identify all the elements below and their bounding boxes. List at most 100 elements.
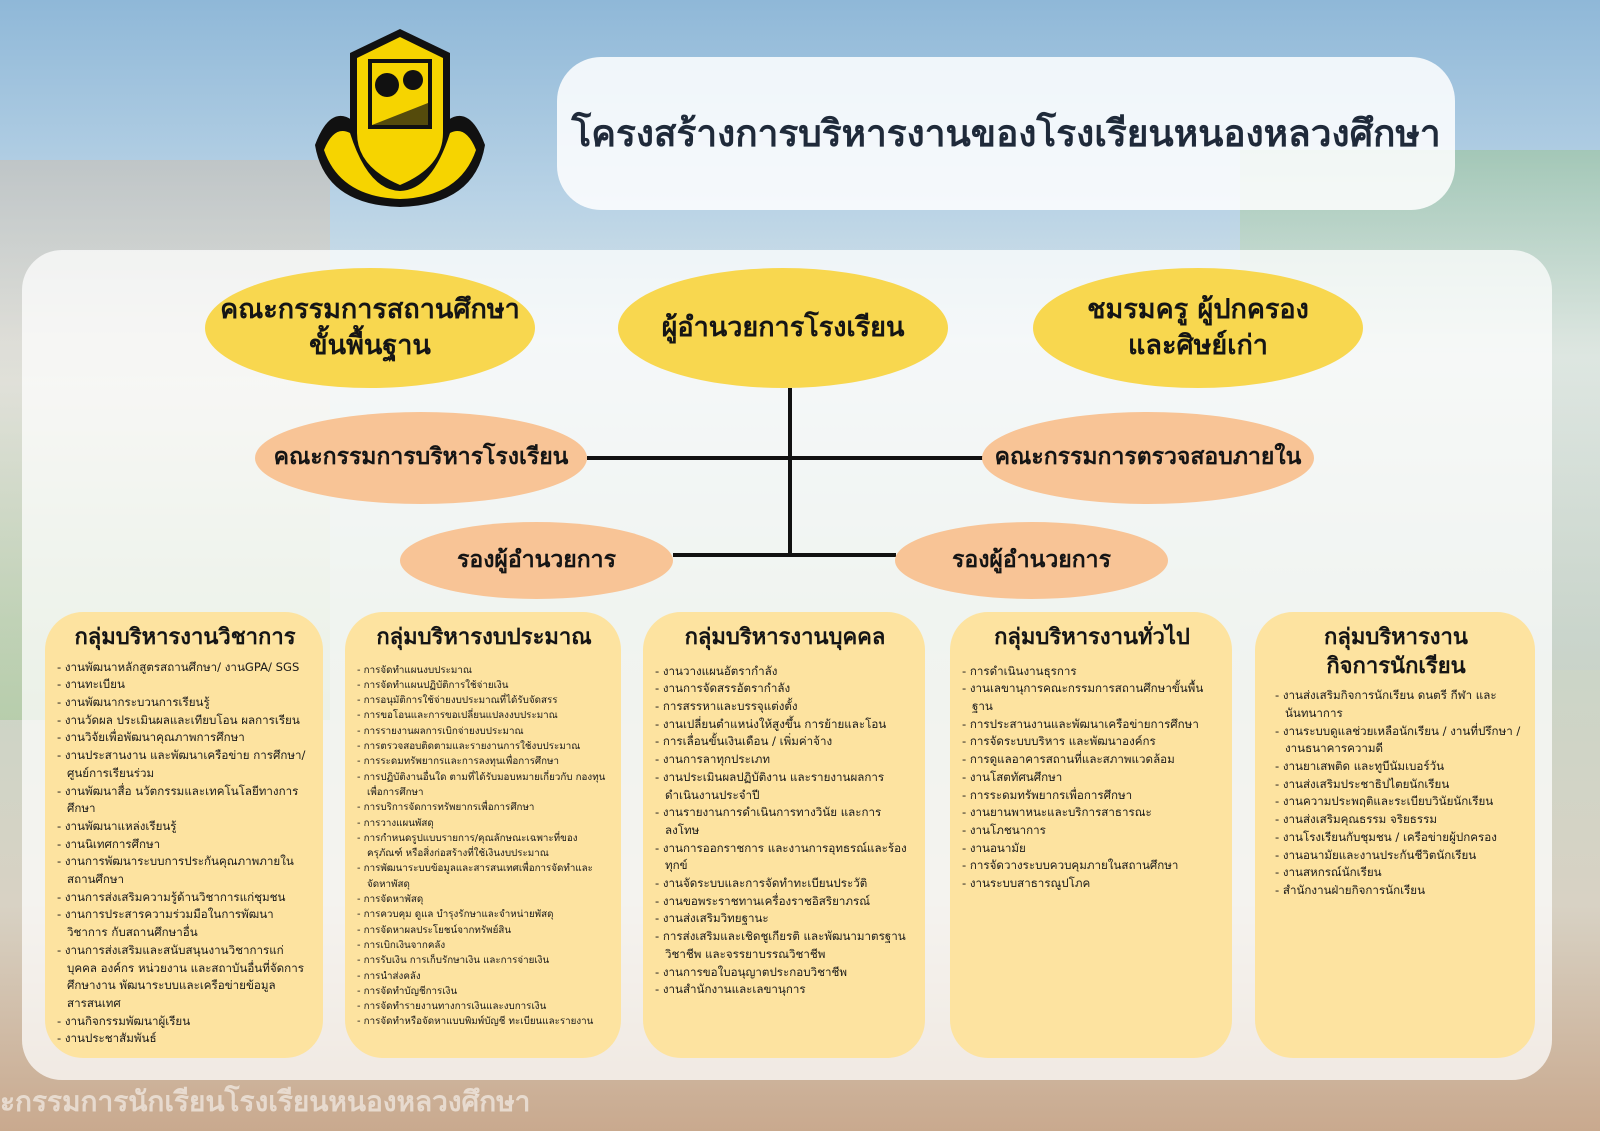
task-item: การจัดทำแผนปฏิบัติการใช้จ่ายเงิน: [357, 678, 611, 693]
task-item: งานระบบสาธารณูปโภค: [962, 875, 1222, 893]
task-item: งานโภชนาการ: [962, 822, 1222, 840]
group-budget: กลุ่มบริหารงบประมาณ การจัดทำแผนงบประมาณก…: [345, 612, 621, 1058]
task-item: งานรายงานการดำเนินการทางวินัย และการลงโท…: [655, 804, 915, 839]
node-school-director: ผู้อำนวยการโรงเรียน: [618, 268, 948, 388]
task-item: งานทะเบียน: [57, 676, 313, 694]
task-item: งานพัฒนากระบวนการเรียนรู้: [57, 694, 313, 712]
group-personnel: กลุ่มบริหารงานบุคคล งานวางแผนอัตรากำลังง…: [643, 612, 925, 1058]
task-item: การกำหนดรูปแบบรายการ/คุณลักษณะเฉพาะที่ขอ…: [357, 831, 611, 862]
node-label: คณะกรรมการบริหารโรงเรียน: [273, 444, 569, 471]
task-item: การนำส่งคลัง: [357, 969, 611, 984]
task-item: การดูแลอาคารสถานที่และสภาพแวดล้อม: [962, 751, 1222, 769]
task-item: งานการส่งเสริมและสนับสนุนงานวิชาการแก่บุ…: [57, 942, 313, 1013]
group-title: กลุ่มบริหารงาน กิจการนักเรียน: [1324, 625, 1468, 679]
group-task-list: การดำเนินงานธุรการงานเลขานุการคณะกรรมการ…: [962, 663, 1222, 893]
group-student-affairs: กลุ่มบริหารงาน กิจการนักเรียน งานส่งเสริ…: [1255, 612, 1535, 1058]
task-item: งานอนามัย: [962, 840, 1222, 858]
node-internal-audit-committee: คณะกรรมการตรวจสอบภายใน: [982, 412, 1314, 504]
task-item: งานส่งเสริมกิจการนักเรียน ดนตรี กีฬา และ…: [1275, 687, 1525, 722]
task-item: งานยานพาหนะและบริการสาธารณะ: [962, 804, 1222, 822]
task-item: สำนักงานฝ่ายกิจการนักเรียน: [1275, 882, 1525, 900]
node-deputy-director-left: รองผู้อำนวยการ: [400, 522, 673, 599]
task-item: งานประชาสัมพันธ์: [57, 1030, 313, 1048]
task-item: การจัดวางระบบควบคุมภายในสถานศึกษา: [962, 857, 1222, 875]
task-item: งานพัฒนาแหล่งเรียนรู้: [57, 818, 313, 836]
task-item: การพัฒนาระบบข้อมูลและสารสนเทศเพื่อการจัด…: [357, 861, 611, 892]
school-logo: [315, 29, 485, 207]
task-item: งานนิเทศการศึกษา: [57, 836, 313, 854]
node-school-admin-committee: คณะกรรมการบริหารโรงเรียน: [255, 412, 587, 504]
task-item: งานกิจกรรมพัฒนาผู้เรียน: [57, 1013, 313, 1031]
group-title: กลุ่มบริหารงบประมาณ: [376, 625, 592, 650]
group-task-list: งานวางแผนอัตรากำลังงานการจัดสรรอัตรากำลั…: [655, 663, 915, 999]
task-item: การจัดหาพัสดุ: [357, 892, 611, 907]
node-label: คณะกรรมการสถานศึกษา ขั้นพื้นฐาน: [220, 293, 520, 361]
task-item: การประสานงานและพัฒนาเครือข่ายการศึกษา: [962, 716, 1222, 734]
watermark-text: ะกรรมการนักเรียนโรงเรียนหนองหลวงศึกษา: [0, 1085, 531, 1118]
task-item: งานการพัฒนาระบบการประกันคุณภาพภายใน สถาน…: [57, 853, 313, 888]
task-item: งานส่งเสริมประชาธิปไตยนักเรียน: [1275, 776, 1525, 794]
task-item: งานเปลี่ยนตำแหน่งให้สูงขึ้น การย้ายและโอ…: [655, 716, 915, 734]
task-item: การขอโอนและการขอเปลี่ยนแปลงงบประมาณ: [357, 708, 611, 723]
node-parent-teacher-alumni: ชมรมครู ผู้ปกครอง และศิษย์เก่า: [1033, 268, 1363, 388]
task-item: งานการออกราชการ และงานการอุทธรณ์และร้องท…: [655, 840, 915, 875]
task-item: การจัดระบบบริหาร และพัฒนาองค์กร: [962, 733, 1222, 751]
node-deputy-director-right: รองผู้อำนวยการ: [895, 522, 1168, 599]
task-item: งานการขอใบอนุญาตประกอบวิชาชีพ: [655, 964, 915, 982]
task-item: งานส่งเสริมวิทยฐานะ: [655, 910, 915, 928]
connector-vertical: [788, 388, 792, 556]
task-item: การบริการจัดการทรัพยากรเพื่อการศึกษา: [357, 800, 611, 815]
task-item: การตรวจสอบติดตามและรายงานการใช้งบประมาณ: [357, 739, 611, 754]
task-item: การจัดทำบัญชีการเงิน: [357, 984, 611, 999]
node-label: รองผู้อำนวยการ: [457, 546, 616, 573]
group-title: กลุ่มบริหารงานทั่วไป: [994, 625, 1190, 650]
task-item: งานการลาทุกประเภท: [655, 751, 915, 769]
task-item: งานยาเสพติด และทูบีนัมเบอร์วัน: [1275, 758, 1525, 776]
title-banner: โครงสร้างการบริหารงานของโรงเรียนหนองหลวง…: [557, 57, 1455, 210]
task-item: การสรรหาและบรรจุแต่งตั้ง: [655, 698, 915, 716]
task-item: การส่งเสริมและเชิดชูเกียรติ และพัฒนามาตร…: [655, 928, 915, 963]
task-item: งานการประสารความร่วมมือในการพัฒนาวิชาการ…: [57, 906, 313, 941]
task-item: งานโรงเรียนกับชุมชน / เครือข่ายผู้ปกครอง: [1275, 829, 1525, 847]
node-label: คณะกรรมการตรวจสอบภายใน: [994, 444, 1302, 471]
task-item: งานขอพระราชทานเครื่องราชอิสริยาภรณ์: [655, 893, 915, 911]
task-item: งานอนามัยและงานประกันชีวิตนักเรียน: [1275, 847, 1525, 865]
node-basic-education-committee: คณะกรรมการสถานศึกษา ขั้นพื้นฐาน: [205, 268, 535, 388]
task-item: การวางแผนพัสดุ: [357, 816, 611, 831]
task-item: การจัดทำหรือจัดหาแบบพิมพ์บัญชี ทะเบียนแล…: [357, 1014, 611, 1029]
group-task-list: งานพัฒนาหลักสูตรสถานศึกษา/ งานGPA/ SGSงา…: [57, 659, 313, 1048]
task-item: งานการส่งเสริมความรู้ด้านวิชาการแก่ชุมชน: [57, 889, 313, 907]
page-title: โครงสร้างการบริหารงานของโรงเรียนหนองหลวง…: [571, 112, 1441, 155]
task-item: การจัดทำแผนงบประมาณ: [357, 663, 611, 678]
task-item: งานส่งเสริมคุณธรรม จริยธรรม: [1275, 811, 1525, 829]
connector-deputies: [673, 553, 896, 557]
task-item: งานประสานงาน และพัฒนาเครือข่าย การศึกษา/…: [57, 747, 313, 782]
task-item: การรายงานผลการเบิกจ่ายงบประมาณ: [357, 724, 611, 739]
connector-committees: [587, 456, 983, 460]
task-item: งานโสตทัศนศึกษา: [962, 769, 1222, 787]
task-item: การเลื่อนขั้นเงินเดือน / เพิ่มค่าจ้าง: [655, 733, 915, 751]
task-item: การควบคุม ดูแล บำรุงรักษาและจำหน่ายพัสดุ: [357, 907, 611, 922]
task-item: การระดมทรัพยากรเพื่อการศึกษา: [962, 787, 1222, 805]
task-item: การรับเงิน การเก็บรักษาเงิน และการจ่ายเง…: [357, 953, 611, 968]
task-item: งานสำนักงานและเลขานุการ: [655, 981, 915, 999]
group-task-list: การจัดทำแผนงบประมาณการจัดทำแผนปฏิบัติการ…: [357, 663, 611, 1030]
group-title: กลุ่มบริหารงานบุคคล: [684, 625, 886, 650]
task-item: การจัดทำรายงานทางการเงินและงบการเงิน: [357, 999, 611, 1014]
group-general: กลุ่มบริหารงานทั่วไป การดำเนินงานธุรการง…: [950, 612, 1232, 1058]
task-item: งานระบบดูแลช่วยเหลือนักเรียน / งานที่ปรึ…: [1275, 723, 1525, 758]
task-item: งานประเมินผลปฏิบัติงาน และรายงานผลการ ดำ…: [655, 769, 915, 804]
node-label: ชมรมครู ผู้ปกครอง และศิษย์เก่า: [1087, 293, 1309, 361]
task-item: การปฏิบัติงานอื่นใด ตามที่ได้รับมอบหมายเ…: [357, 770, 611, 801]
task-item: งานความประพฤติและระเบียบวินัยนักเรียน: [1275, 793, 1525, 811]
node-label: รองผู้อำนวยการ: [952, 546, 1111, 573]
task-item: การจัดหาผลประโยชน์จากทรัพย์สิน: [357, 923, 611, 938]
task-item: งานพัฒนาสื่อ นวัตกรรมและเทคโนโลยีทางการศ…: [57, 783, 313, 818]
task-item: งานวัดผล ประเมินผลและเทียบโอน ผลการเรียน: [57, 712, 313, 730]
group-academic: กลุ่มบริหารงานวิชาการ งานพัฒนาหลักสูตรสถ…: [45, 612, 323, 1058]
task-item: งานจัดระบบและการจัดทำทะเบียนประวัติ: [655, 875, 915, 893]
task-item: การเบิกเงินจากคลัง: [357, 938, 611, 953]
task-item: งานเลขานุการคณะกรรมการสถานศึกษาขั้นพื้นฐ…: [962, 680, 1222, 715]
task-item: งานสหกรณ์นักเรียน: [1275, 864, 1525, 882]
task-item: งานวิจัยเพื่อพัฒนาคุณภาพการศึกษา: [57, 729, 313, 747]
